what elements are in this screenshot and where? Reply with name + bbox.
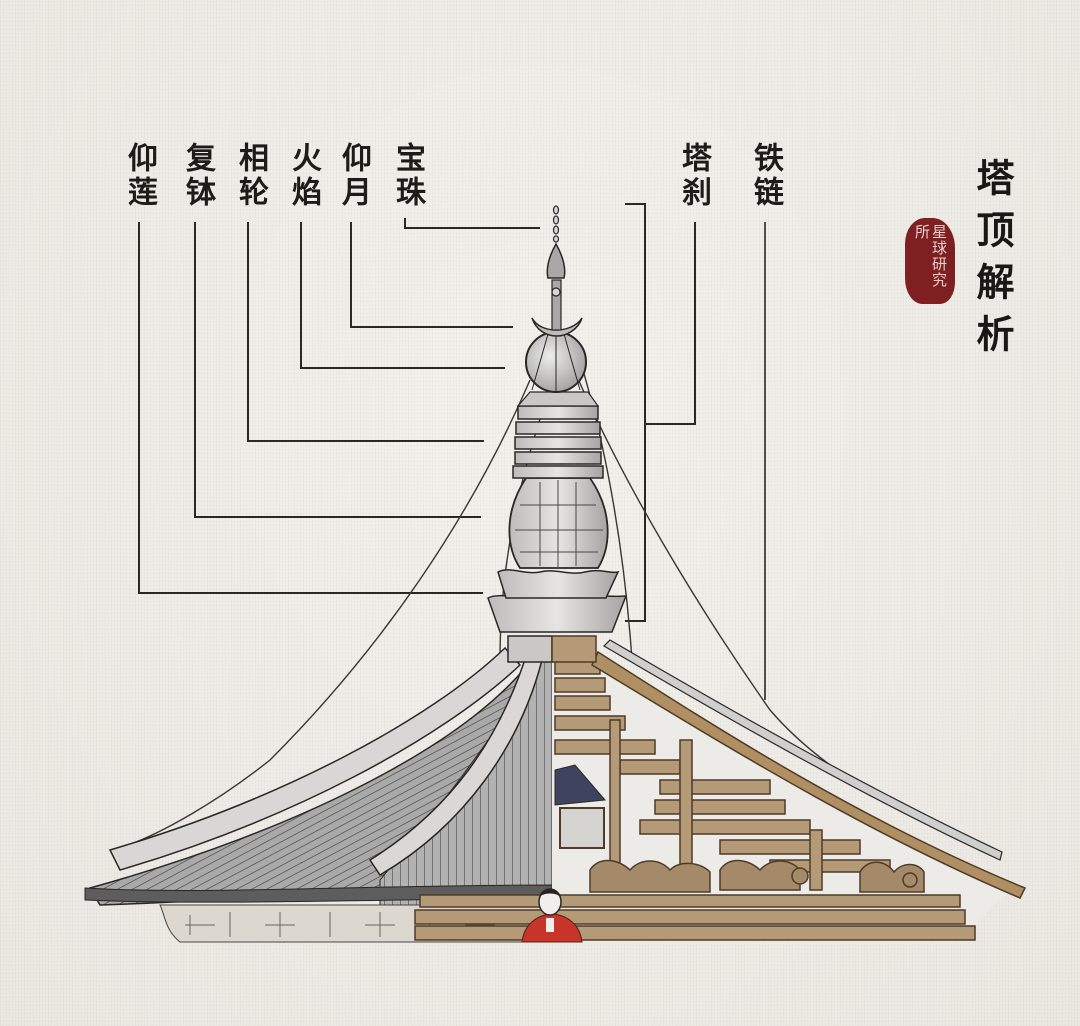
leader-xiang-lun bbox=[247, 222, 484, 442]
upward-lotus bbox=[487, 593, 628, 633]
label-xiang-lun: 相轮 bbox=[233, 142, 268, 210]
label-yang-yue: 仰月 bbox=[336, 142, 371, 210]
page-title: 塔顶解析 bbox=[970, 158, 1015, 366]
label-fu-bo: 复钵 bbox=[180, 142, 215, 210]
spire bbox=[487, 205, 628, 663]
wooden-interior bbox=[414, 639, 1027, 942]
ring-stack bbox=[512, 405, 604, 479]
left-roof bbox=[84, 645, 553, 943]
human-figure bbox=[521, 888, 583, 943]
label-bao-zhu: 宝珠 bbox=[390, 142, 425, 210]
leader-lines bbox=[138, 203, 766, 700]
leader-ta-cha bbox=[625, 203, 696, 622]
label-ta-cha: 塔刹 bbox=[676, 142, 711, 210]
seal-stamp: 星球研究所 bbox=[905, 218, 955, 304]
leader-yang-yue bbox=[350, 222, 513, 328]
jewel-finial bbox=[546, 242, 566, 279]
leader-bao-zhu bbox=[404, 218, 540, 229]
inverted-bowl bbox=[508, 477, 609, 569]
leader-fu-bo bbox=[194, 222, 481, 518]
leader-huo-yan bbox=[300, 222, 505, 369]
leader-yang-lian bbox=[138, 222, 483, 594]
label-huo-yan: 火焰 bbox=[286, 142, 321, 210]
label-yang-lian: 仰莲 bbox=[122, 142, 157, 210]
label-tie-lian: 铁链 bbox=[748, 142, 783, 210]
